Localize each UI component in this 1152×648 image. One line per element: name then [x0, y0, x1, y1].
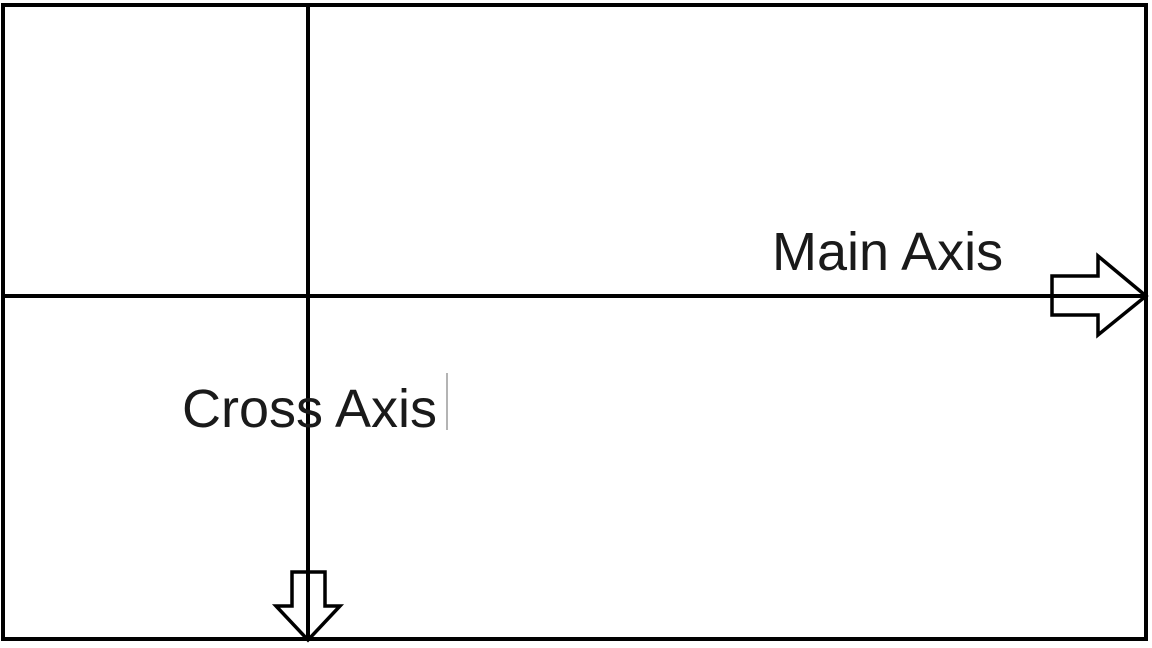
main-axis-label: Main Axis — [772, 222, 1003, 282]
container-frame — [1, 3, 1148, 641]
cross-axis-label: Cross Axis — [182, 379, 437, 439]
